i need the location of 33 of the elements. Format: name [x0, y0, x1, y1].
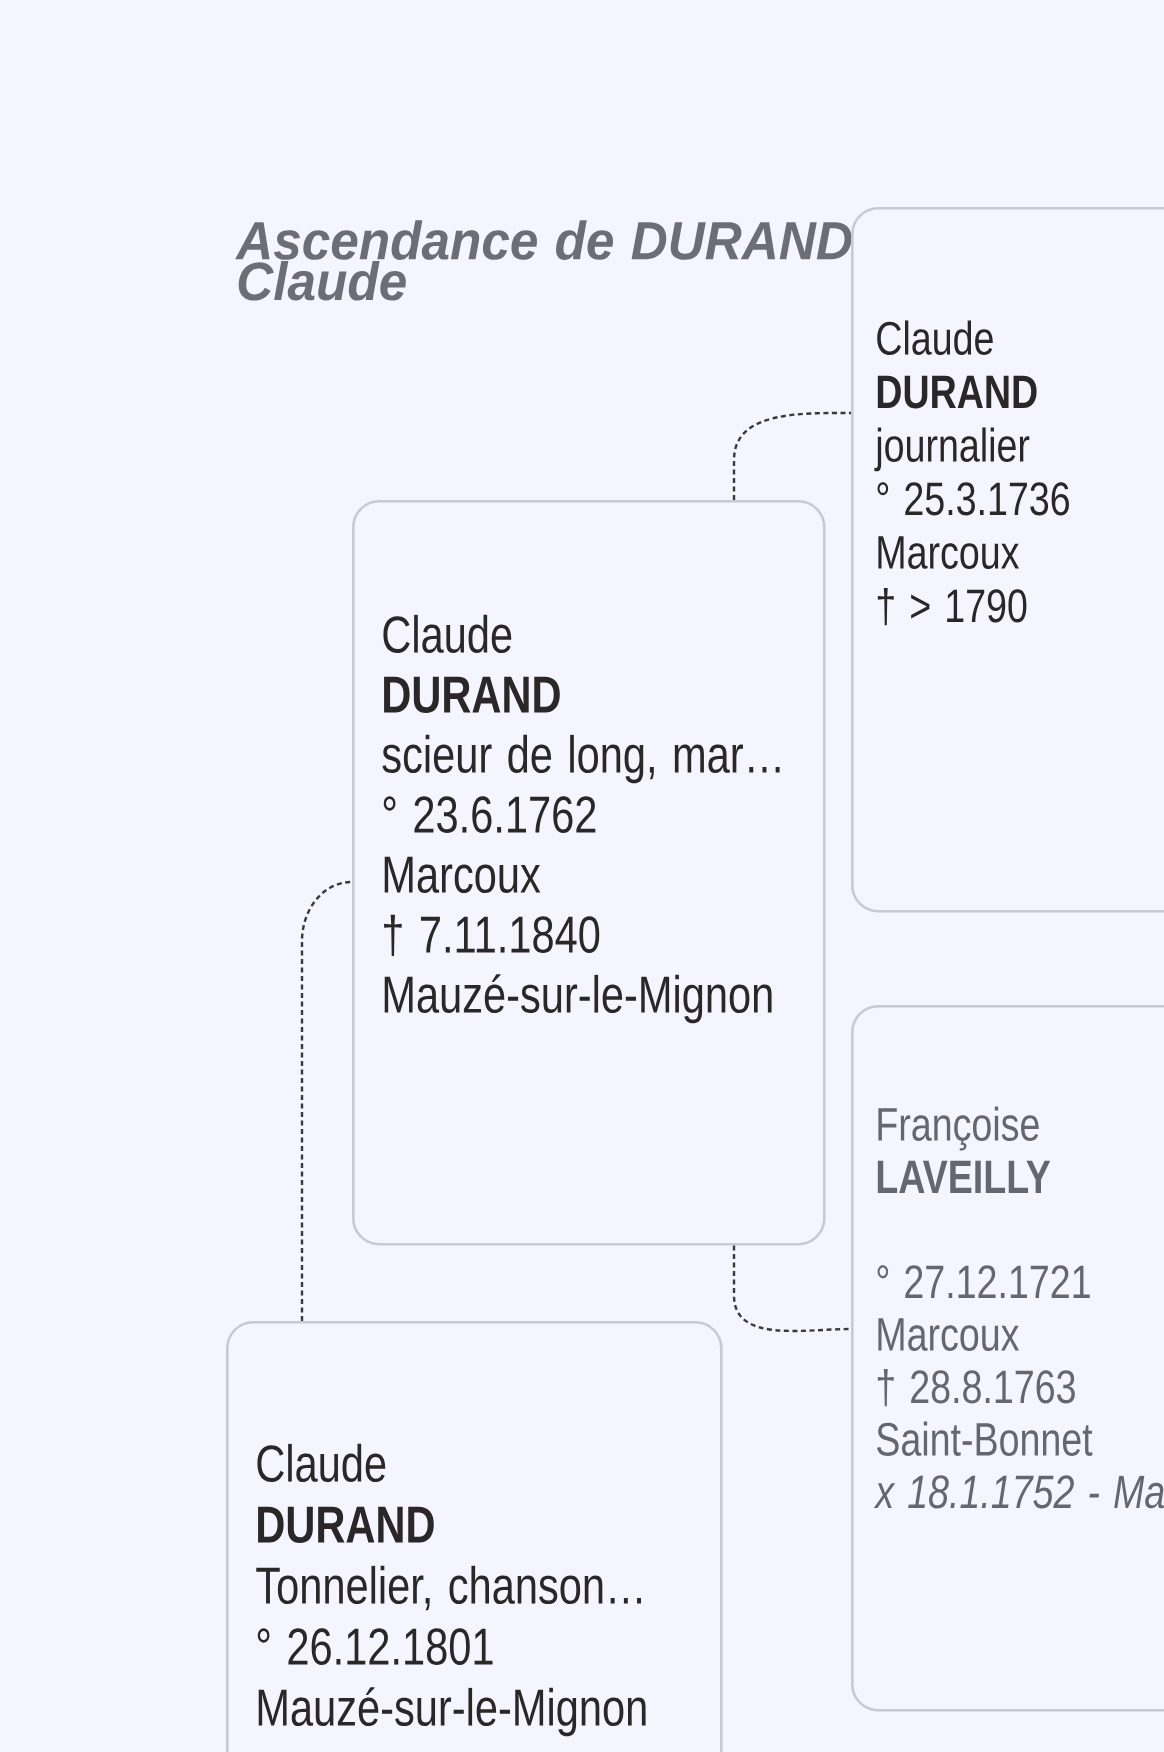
surname: DURAND: [877, 375, 1037, 409]
person-box: [226, 1321, 723, 1752]
first-name: Françoise: [878, 1106, 1039, 1151]
surname: LAVEILLY: [877, 1160, 1051, 1194]
birth-date: ° 23.6.1762: [383, 796, 596, 834]
surname: DURAND: [384, 676, 560, 714]
death-date: † 28.8.1763: [877, 1368, 1075, 1407]
place: Marcoux: [878, 536, 1020, 569]
surname: DURAND: [258, 1506, 434, 1544]
place: Marcoux: [878, 1318, 1020, 1351]
place: Saint-Bonnet: [877, 1421, 1093, 1456]
death-date: † > 1790: [877, 587, 1027, 626]
birth-date: ° 25.3.1736: [877, 482, 1069, 516]
occupation: journalier: [874, 427, 1030, 472]
first-name: Claude: [877, 320, 993, 355]
marriage-date: x 18.1.1752 - Ma: [873, 1475, 1164, 1509]
connector-line: [732, 1245, 852, 1333]
person-box: [851, 1005, 1164, 1712]
birth-date: ° 27.12.1721: [877, 1265, 1090, 1299]
death-date: † 7.11.1840: [384, 914, 600, 957]
first-name: Claude: [383, 614, 512, 654]
place: Marcoux: [384, 856, 541, 894]
person-box: [352, 500, 826, 1246]
occupation: scieur de long, mar…: [382, 734, 780, 784]
birth-date: ° 26.12.1801: [257, 1628, 493, 1666]
place: Mauzé-sur-le-Mignon: [384, 974, 772, 1024]
first-name: Claude: [257, 1443, 386, 1483]
person-box: [851, 207, 1164, 913]
connector-line: [732, 411, 851, 500]
occupation: Tonnelier, chanson…: [256, 1565, 641, 1611]
connector-line: [300, 880, 353, 1321]
page-title: Ascendance de DURAND Claude: [235, 220, 852, 301]
place: Mauzé-sur-le-Mignon: [258, 1687, 646, 1737]
